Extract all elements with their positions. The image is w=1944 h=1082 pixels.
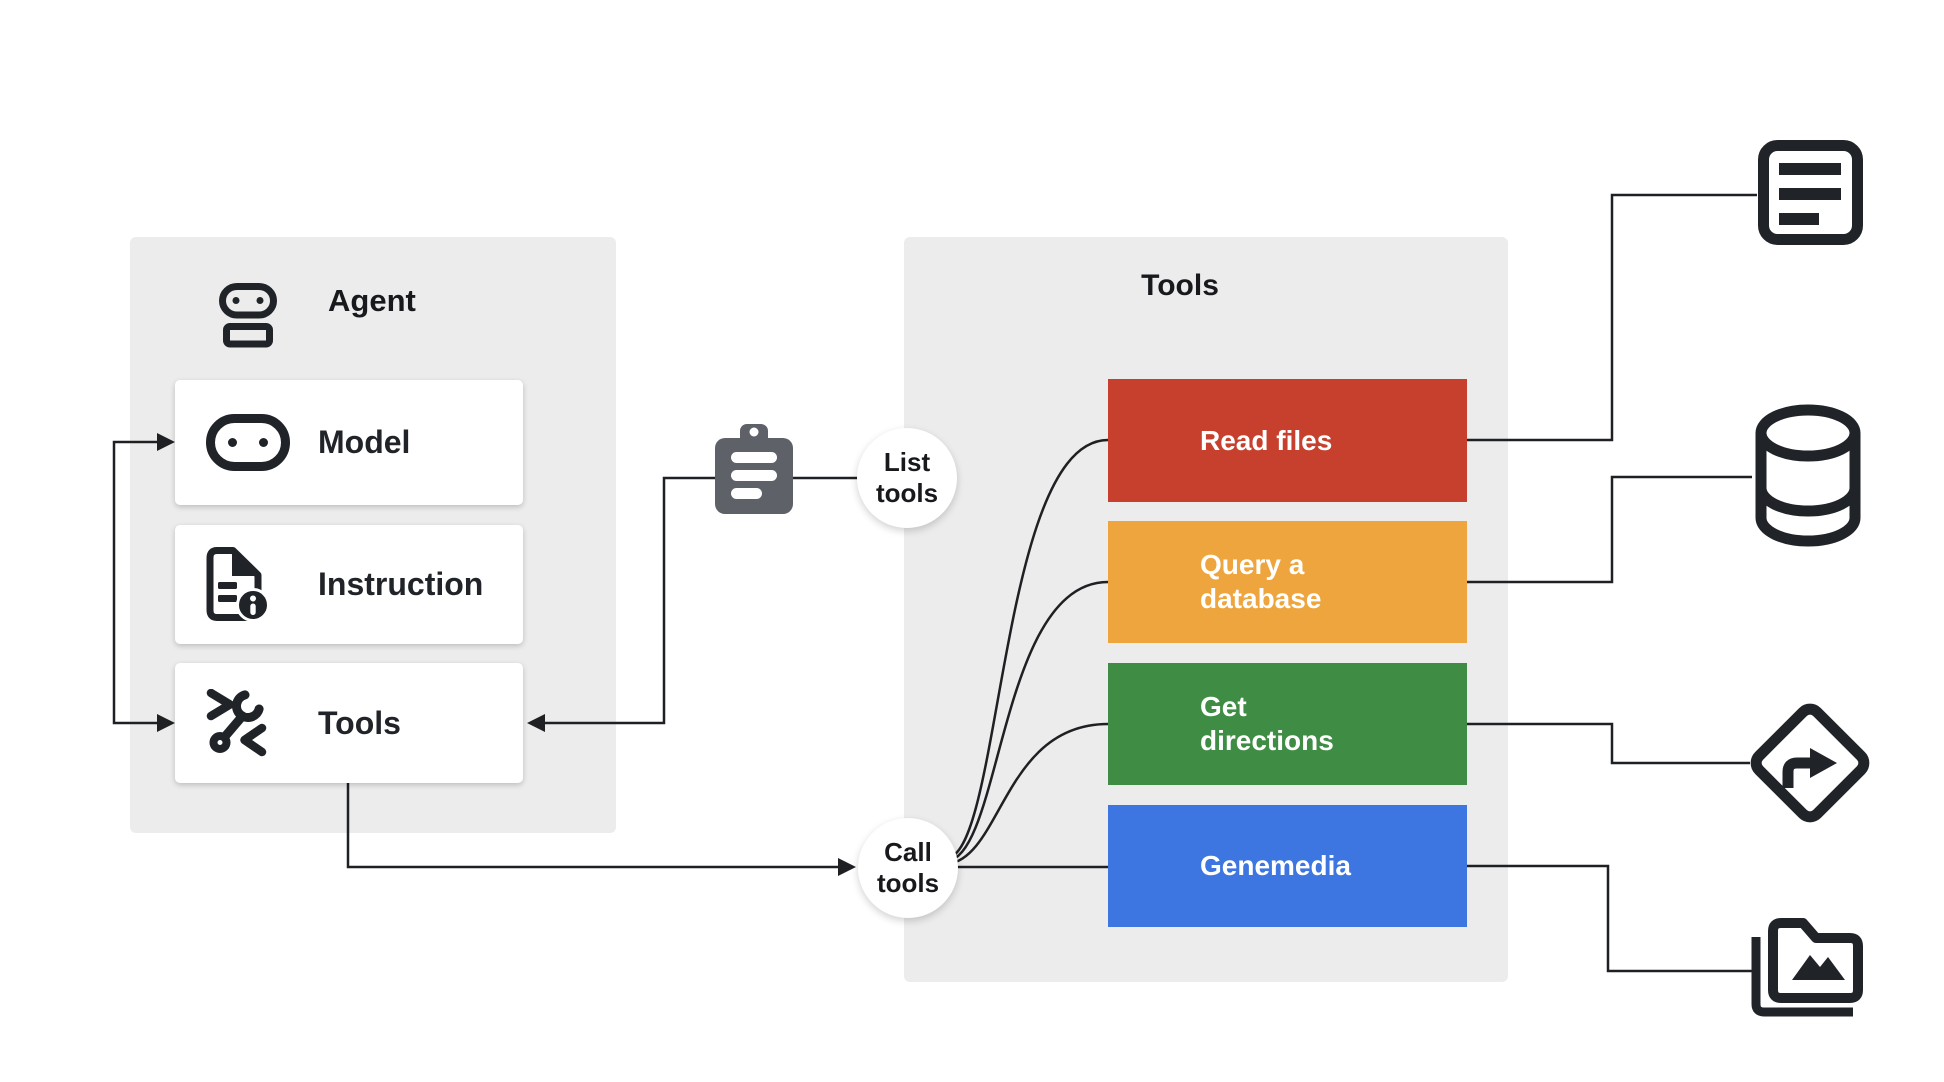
turn-right-sign-icon [1750,703,1870,823]
robot-face-icon [206,414,290,471]
database-icon [1755,404,1861,547]
directions-to-sign-icon [1467,722,1750,765]
call-tools-label: Call tools [876,837,940,898]
agent-instruction-card: Instruction [175,525,523,644]
wrench-icon [206,689,267,757]
tool-genemedia: Genemedia [1108,805,1467,927]
query-db-to-database-icon [1467,475,1752,584]
genemedia-label: Genemedia [1200,850,1351,881]
agent-panel-title: Agent [328,283,416,318]
image-folder-icon [1751,918,1863,1017]
instruction-label: Instruction [318,566,484,602]
tool-read-files: Read files [1108,379,1467,502]
clipboard-icon [715,424,793,514]
curve-to-query-database [947,580,1109,863]
call-tools-node: Call tools [858,818,958,918]
tool-get-directions: Get directions [1108,663,1467,785]
read-files-label: Read files [1200,424,1333,456]
read-files-to-file-icon [1467,193,1757,442]
model-tools-loop-connector [112,440,157,725]
list-tools-node: List tools [857,428,957,528]
agent-tools-card: Tools [175,663,523,783]
robot-icon [219,283,277,348]
arrowhead-into-agent-tools-right [527,714,545,732]
document-info-icon [206,546,270,622]
list-tools-label: List tools [875,447,939,508]
tools-label: Tools [318,704,401,741]
tool-query-database: Query a database [1108,521,1467,643]
agent-model-card: Model [175,380,523,505]
call-tools-connector [346,783,838,869]
tools-panel-title: Tools [1141,269,1219,302]
curve-to-get-directions [947,722,1109,866]
file-lines-icon [1758,140,1863,245]
arrowhead-into-model [157,433,175,451]
list-tools-connector [545,476,880,725]
arrowhead-into-agent-tools-left [157,714,175,732]
query-database-label: Query a database [1200,549,1322,614]
curve-to-read-files [947,438,1109,860]
genemedia-to-folder-icon [1467,864,1753,973]
model-label: Model [318,424,411,460]
get-directions-label: Get directions [1200,691,1334,756]
arrowhead-into-call-tools [838,858,856,876]
